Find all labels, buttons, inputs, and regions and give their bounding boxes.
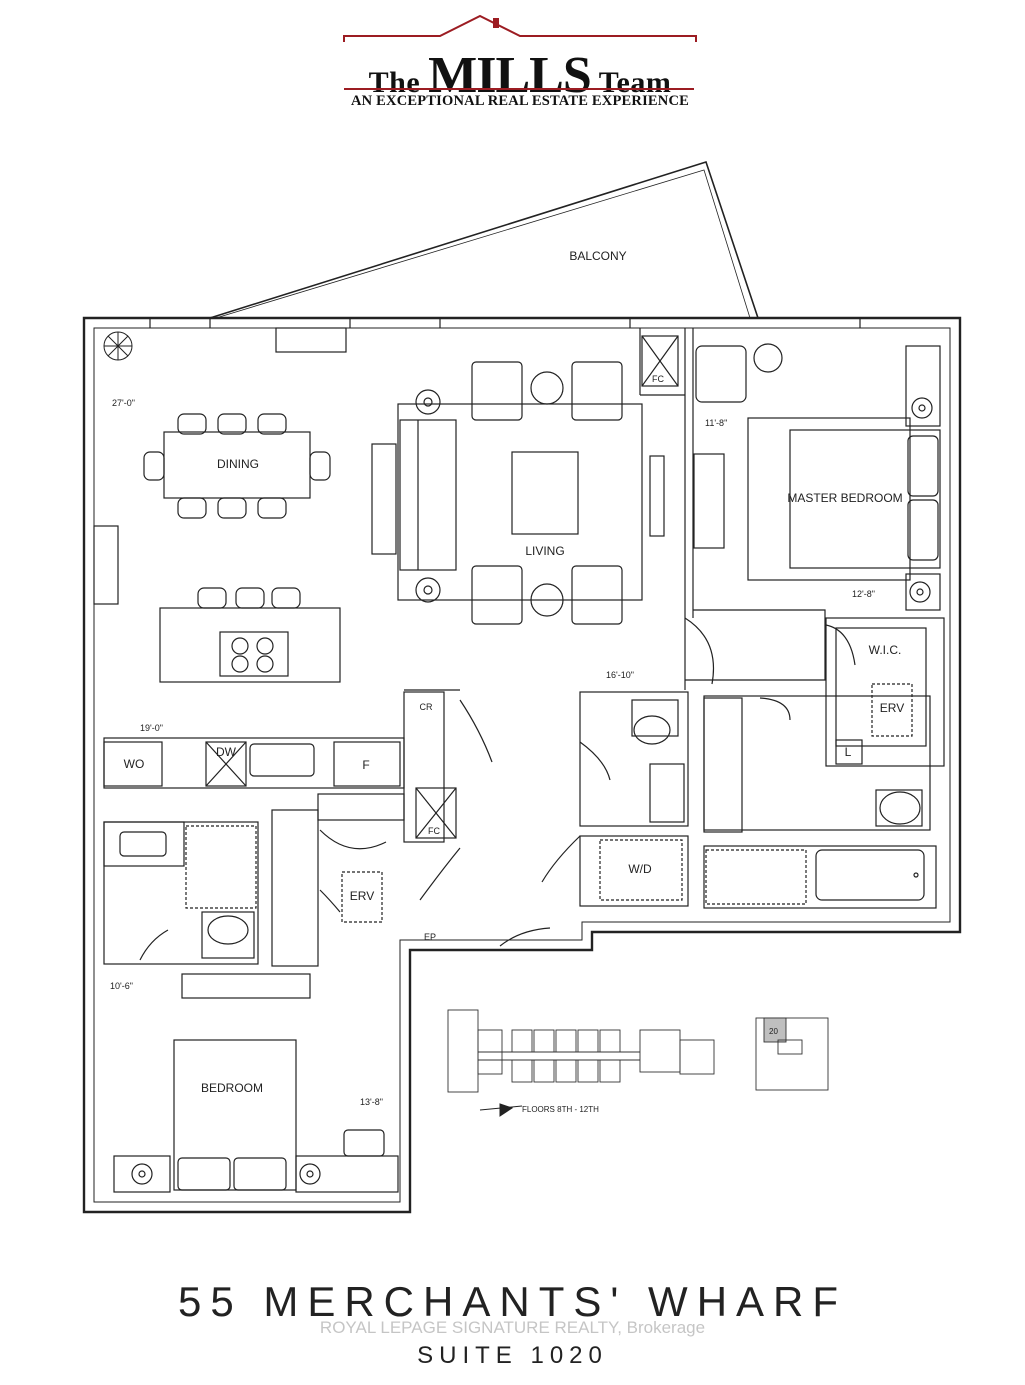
fixture-wd: W/D [628, 862, 652, 876]
keyplan-suite-number: 20 [769, 1027, 778, 1036]
dimension-bedroom-depth: 13'-8" [360, 1097, 383, 1107]
room-label-bedroom: BEDROOM [201, 1081, 263, 1095]
fixture-fc-mid: FC [428, 826, 440, 836]
logo-mills: MILLS [428, 47, 592, 104]
dimension-living-depth: 16'-10" [606, 670, 634, 680]
logo-the: The [368, 66, 421, 99]
room-label-master-bedroom: MASTER BEDROOM [787, 491, 902, 505]
fixture-erv-hall: ERV [350, 889, 374, 903]
balcony-outline [209, 161, 759, 319]
address-title: 55 MERCHANTS' WHARF [177, 1278, 848, 1325]
logo-tagline: AN EXCEPTIONAL REAL ESTATE EXPERIENCE [350, 93, 690, 109]
brand-logo: The MILLS Team AN EXCEPTIONAL REAL ESTAT… [330, 8, 710, 120]
dimension-master-depth: 12'-8" [852, 589, 875, 599]
logo-divider [344, 88, 694, 90]
fixture-erv-master: ERV [880, 701, 904, 715]
plant-icon [103, 331, 133, 361]
compass-icon [479, 1103, 523, 1117]
roof-icon [343, 14, 697, 42]
room-label-dining: DINING [217, 457, 259, 471]
logo-wordmark: The MILLS Team [340, 46, 700, 105]
keyplan-floors: FLOORS 8TH - 12TH [522, 1105, 599, 1114]
outer-wall [82, 316, 962, 1214]
fixture-dw: DW [216, 745, 237, 759]
room-label-balcony: BALCONY [569, 249, 626, 263]
dimension-bedroom-width: 10'-6" [110, 981, 133, 991]
key-plan [447, 1009, 829, 1093]
suite-title: SUITE 1020 [417, 1342, 608, 1369]
logo-team: Team [598, 66, 672, 99]
brokerage-watermark: ROYAL LEPAGE SIGNATURE REALTY, Brokerage [319, 1318, 706, 1337]
room-label-wic: W.I.C. [869, 643, 902, 657]
fixture-ep: EP [424, 932, 436, 942]
dimension-dining-width: 27'-0" [112, 398, 135, 408]
fixture-l: L [845, 745, 852, 759]
fixture-f: F [362, 758, 369, 772]
dimension-master-width: 11'-8" [705, 418, 727, 428]
fixture-fc-top: FC [652, 374, 664, 384]
fixture-cr: CR [420, 702, 433, 712]
room-label-living: LIVING [525, 544, 564, 558]
dimension-kitchen-width: 19'-0" [140, 723, 163, 733]
fixture-wo: WO [124, 757, 145, 771]
